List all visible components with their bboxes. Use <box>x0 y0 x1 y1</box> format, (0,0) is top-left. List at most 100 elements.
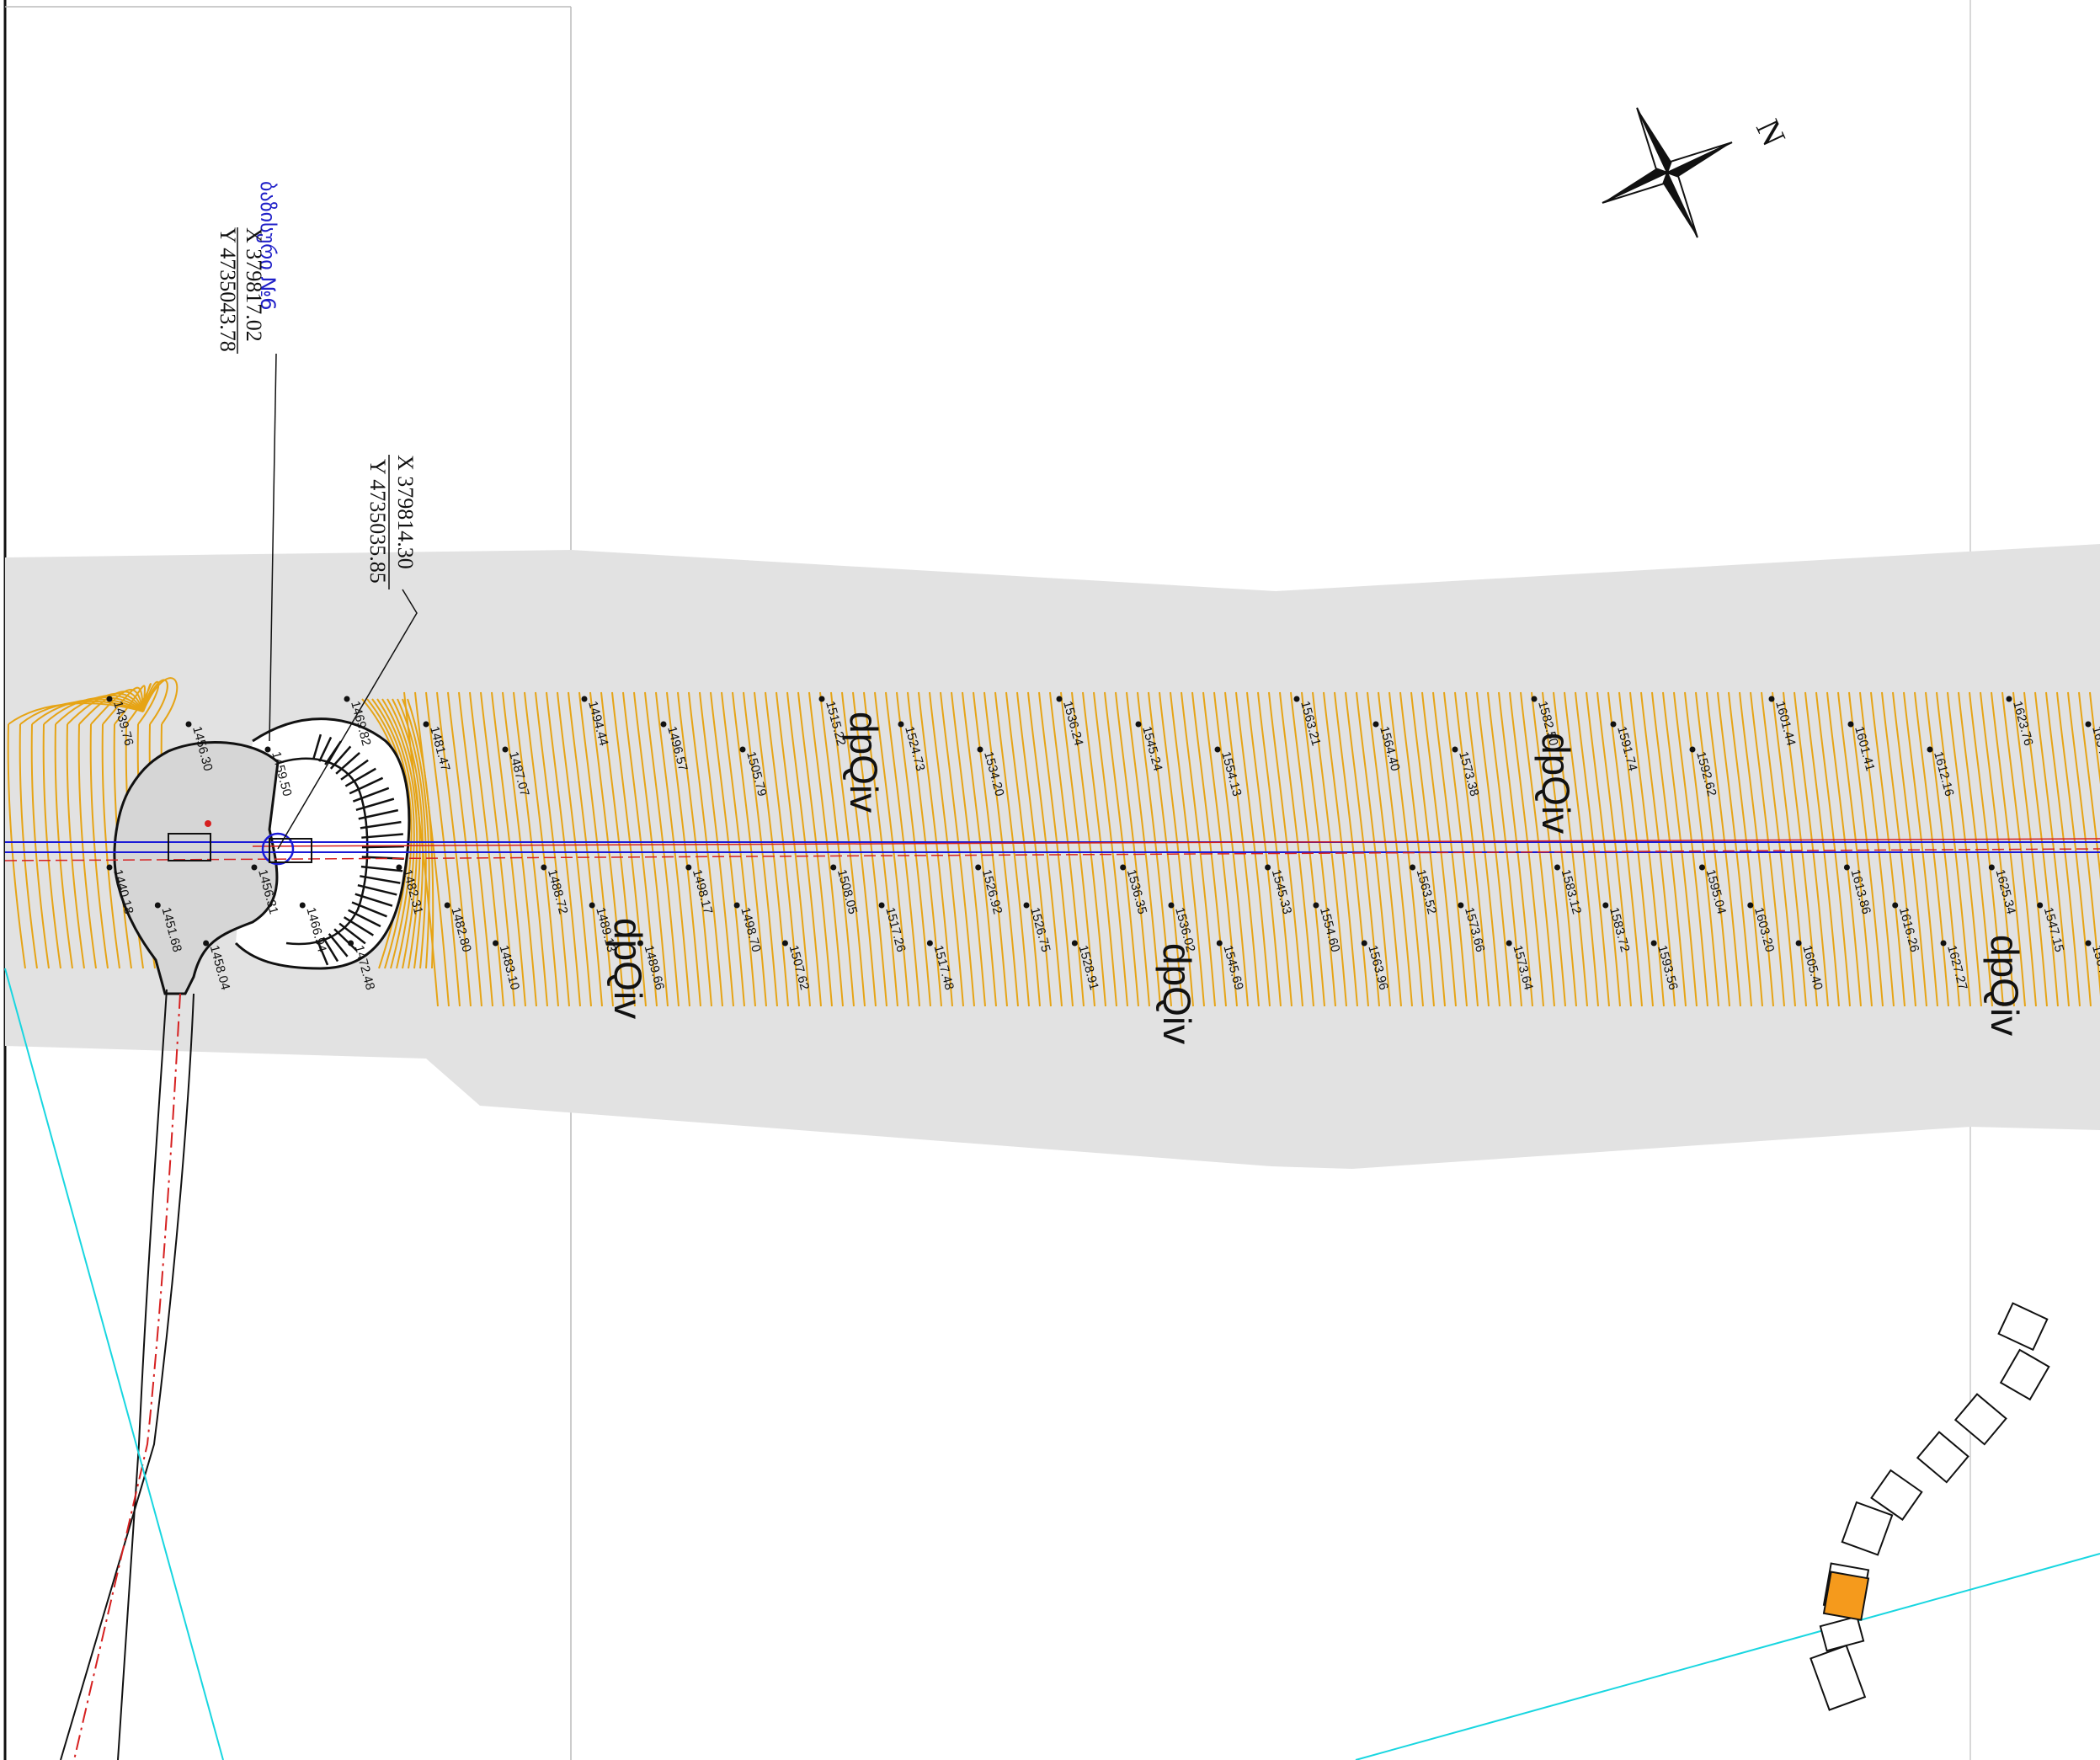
contour-line <box>1564 691 1599 1007</box>
contour-line <box>666 691 701 1007</box>
contour-line <box>808 691 844 1007</box>
contour-line <box>1542 691 1577 1007</box>
hatch-line <box>335 752 360 775</box>
contour-line <box>1202 691 1238 1007</box>
survey-block <box>269 838 312 863</box>
contour-line <box>1071 691 1106 1007</box>
contour-line <box>371 698 413 969</box>
contour-line <box>633 691 669 1007</box>
contour-line <box>841 691 877 1007</box>
contour-line <box>2056 691 2092 1007</box>
hatch-line <box>316 940 329 966</box>
elevation-point <box>660 721 667 728</box>
contour-line <box>983 691 1019 1007</box>
elevation-point <box>878 902 885 909</box>
embankment-hatch <box>234 717 411 970</box>
elevation-point <box>1023 902 1030 909</box>
basis-point-x: X 379817.02 <box>242 227 266 342</box>
elevation-point <box>396 864 402 871</box>
contour-line <box>568 691 603 1007</box>
contour-line <box>1925 691 1960 1007</box>
contour-line <box>1301 691 1336 1007</box>
elevation-point <box>1506 940 1512 947</box>
highlighted-building <box>1822 1571 1870 1621</box>
contour-line <box>1640 691 1676 1007</box>
elevation-point <box>830 864 837 871</box>
elevation-point <box>975 864 982 871</box>
contour-line <box>1104 691 1139 1007</box>
elevation-point <box>423 721 429 728</box>
contour-line <box>622 691 658 1007</box>
contour-line <box>819 691 855 1007</box>
contour-line <box>1027 691 1063 1007</box>
contour-line <box>1410 691 1446 1007</box>
contour-line <box>2001 691 2037 1007</box>
elevation-point <box>348 940 354 947</box>
contour-line <box>2078 691 2100 881</box>
contour-line <box>1279 691 1314 1007</box>
hatch-line <box>352 787 390 803</box>
contour-line <box>1892 691 1927 1007</box>
elevation-point <box>1372 721 1379 728</box>
elevation-point <box>1531 696 1538 702</box>
contour-line <box>1804 691 1840 1007</box>
contour-line <box>885 691 920 1007</box>
elevation-point <box>2037 902 2044 909</box>
contour-line <box>77 691 144 969</box>
contour-line <box>1618 691 1654 1007</box>
contour-line <box>1356 691 1391 1007</box>
elevation-point <box>898 721 904 728</box>
elevation-point <box>1940 940 1947 947</box>
hatch-line <box>344 767 376 787</box>
contour-line <box>513 691 548 1007</box>
contour-line <box>1378 691 1413 1007</box>
elevation-point <box>977 746 983 753</box>
contour-line <box>376 698 415 969</box>
contour-line <box>1717 691 1752 1007</box>
contour-line <box>1038 691 1074 1007</box>
elevation-point <box>1795 940 1802 947</box>
contour-line <box>962 691 997 1007</box>
contour-line <box>1148 691 1183 1007</box>
contour-line <box>1794 691 1829 1007</box>
contour-line <box>480 691 515 1007</box>
contour-line <box>1498 691 1533 1007</box>
hatch-line <box>349 776 384 795</box>
contour-line <box>1520 691 1555 1007</box>
contour-line <box>1268 691 1303 1007</box>
elevation-point <box>1410 864 1416 871</box>
elevation-point <box>1452 746 1458 753</box>
elevation-point <box>1135 721 1142 728</box>
elevation-point <box>1843 864 1850 871</box>
elevation-point <box>251 864 258 871</box>
contour-line <box>1126 691 1161 1007</box>
contour-line <box>688 691 723 1007</box>
contour-line <box>1060 691 1095 1007</box>
contour-line <box>1049 691 1085 1007</box>
contour-line <box>1388 691 1424 1007</box>
contour-line <box>436 691 472 1007</box>
contour-line <box>386 698 421 969</box>
contour-line <box>397 698 427 969</box>
elevation-point <box>1293 696 1300 702</box>
contour-line <box>2012 691 2048 1007</box>
contour-line <box>1575 691 1610 1007</box>
contour-line <box>402 698 430 969</box>
contour-line <box>918 691 953 1007</box>
elevation-point <box>818 696 825 702</box>
contour-line <box>2045 691 2081 1007</box>
contour-line <box>1728 691 1763 1007</box>
elevation-point <box>444 902 450 909</box>
contour-line <box>1826 691 1862 1007</box>
elevation-point <box>106 864 113 871</box>
contour-line <box>874 691 909 1007</box>
contour-line <box>1137 691 1172 1007</box>
contour-line <box>830 691 866 1007</box>
contour-line <box>1761 691 1796 1007</box>
contour-line <box>546 691 581 1007</box>
contour-line <box>1870 691 1905 1007</box>
contour-line <box>1257 691 1293 1007</box>
elevation-point <box>733 902 740 909</box>
basis-point-x-wrap: X 379817.02 <box>242 227 266 342</box>
elevation-point <box>106 696 113 702</box>
